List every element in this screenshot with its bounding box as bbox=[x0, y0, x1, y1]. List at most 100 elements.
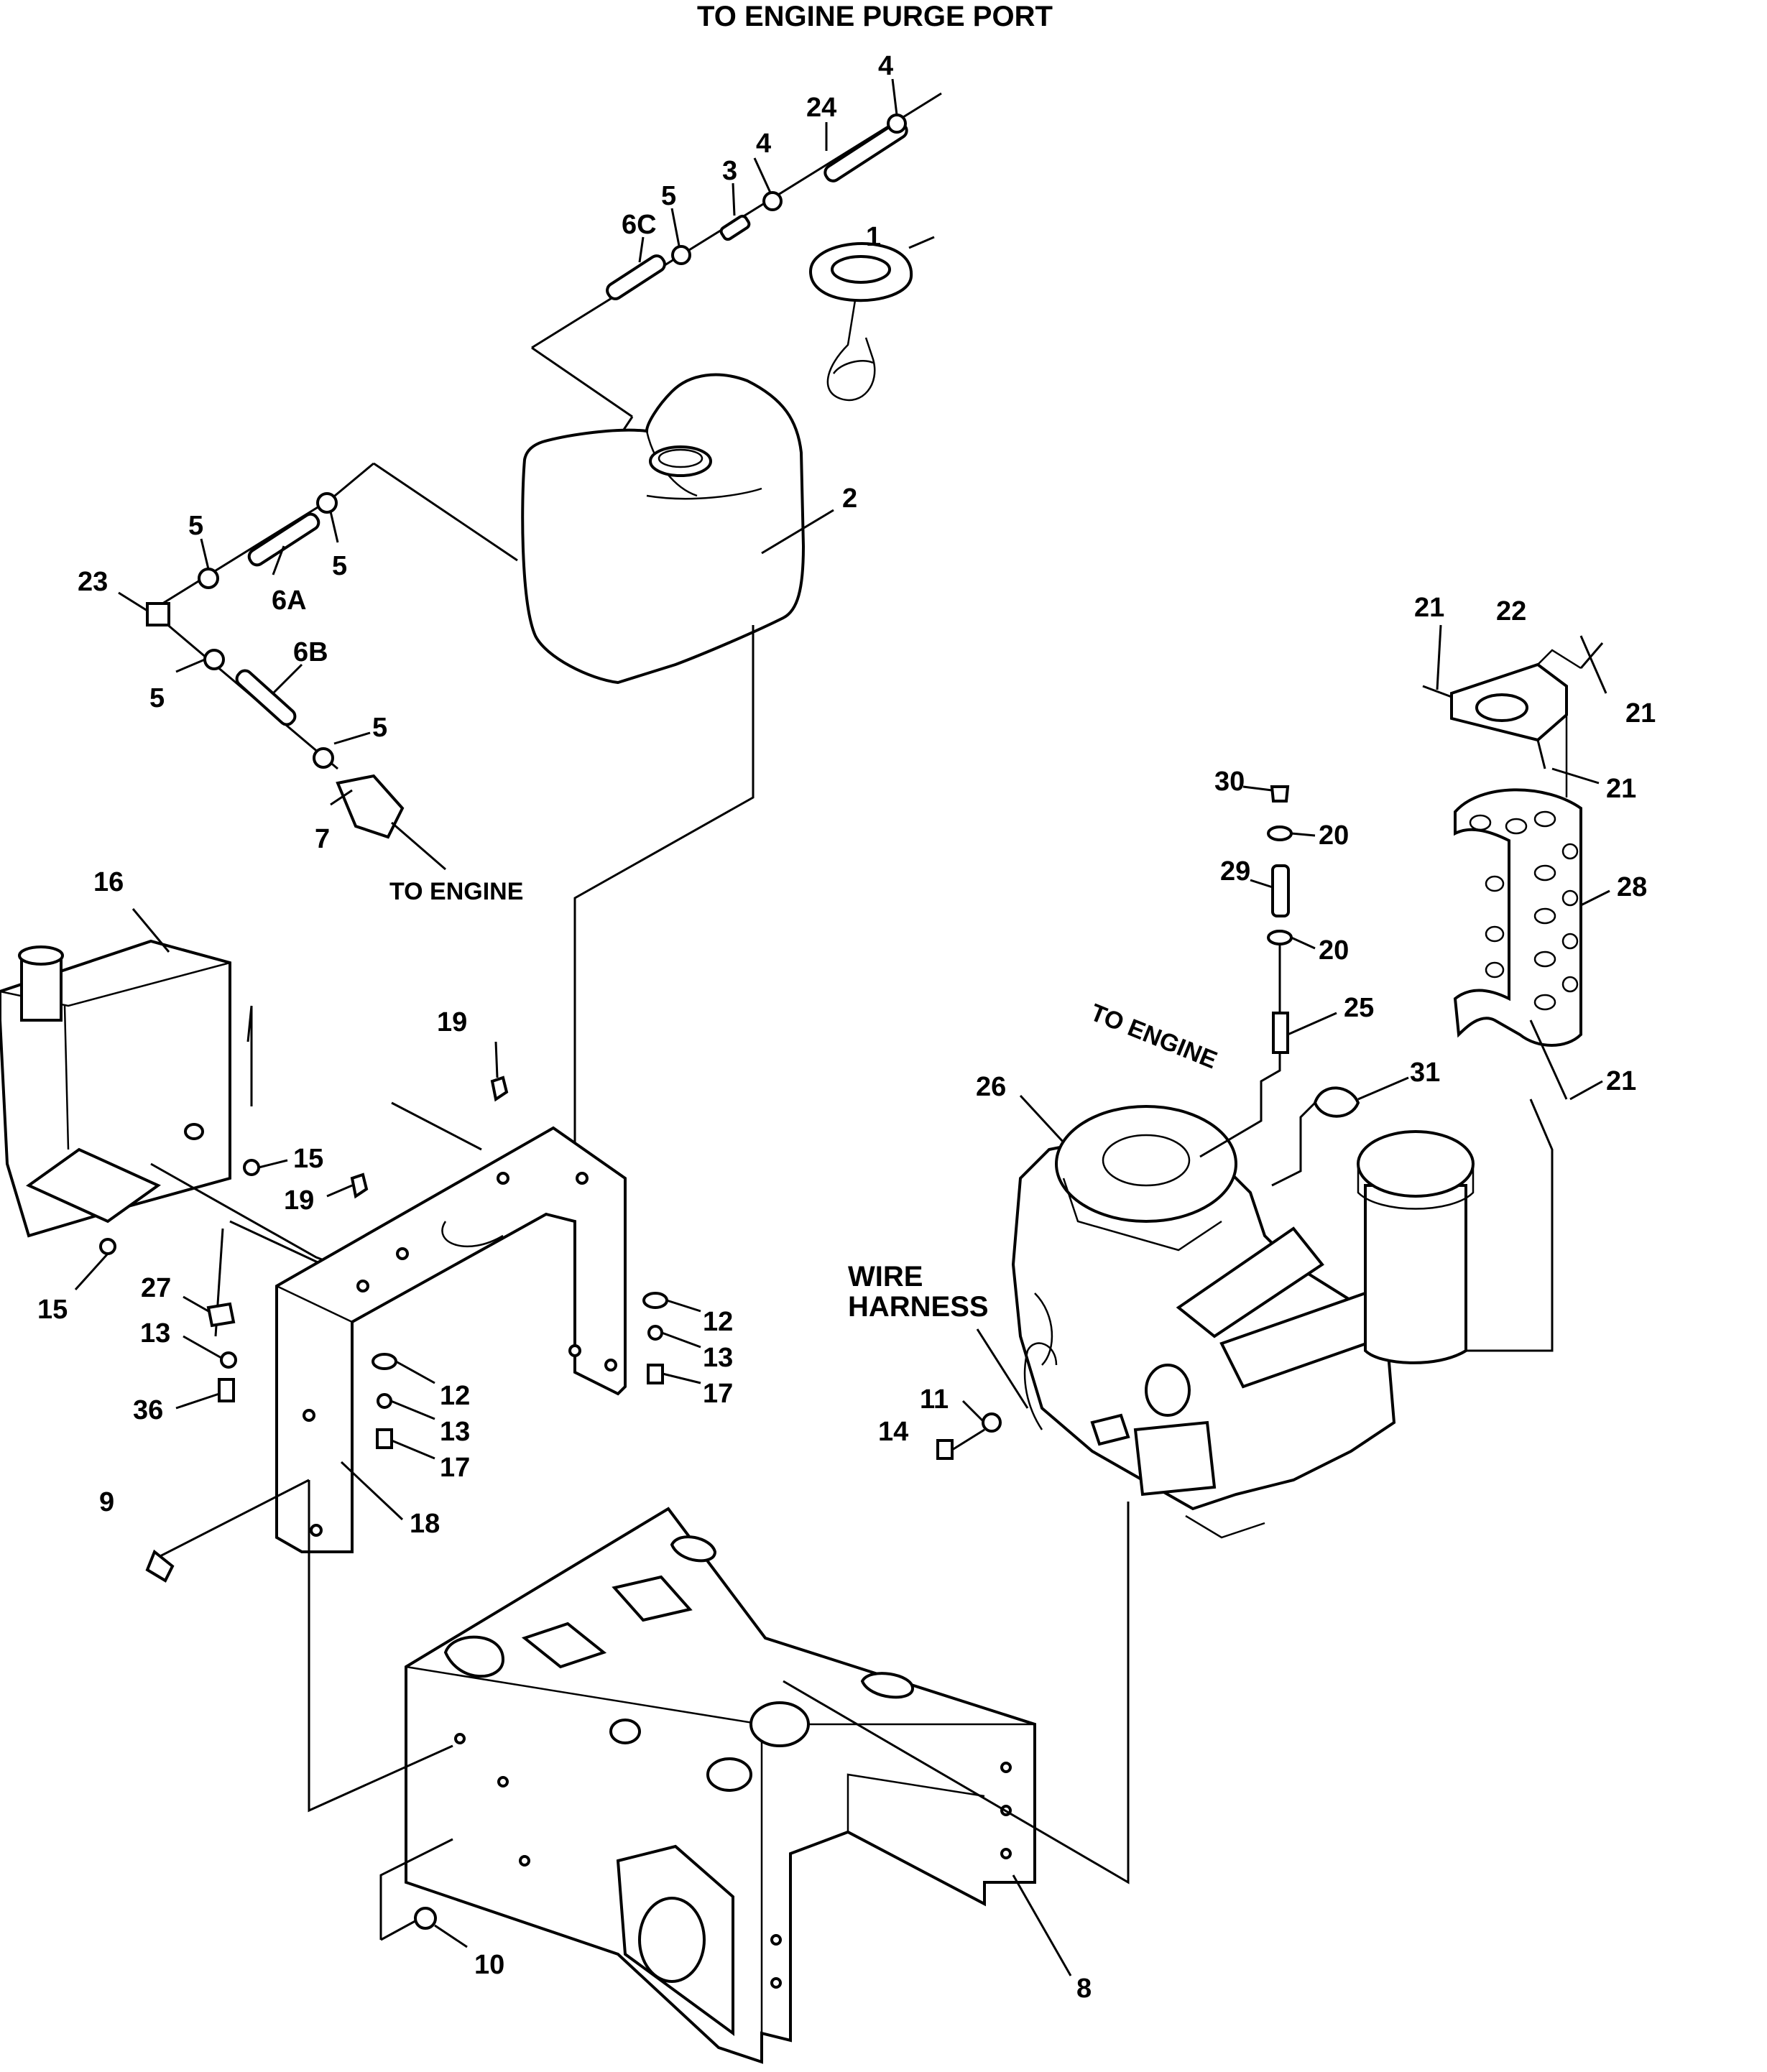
leader bbox=[391, 1439, 435, 1460]
callout-20: 20 bbox=[1319, 935, 1349, 966]
note-to-engine-filter: TO ENGINE bbox=[389, 878, 523, 905]
callout-4: 4 bbox=[756, 129, 771, 159]
leader bbox=[379, 1838, 453, 1940]
bolt bbox=[376, 1428, 393, 1449]
leader bbox=[395, 1360, 435, 1384]
callout-25: 25 bbox=[1344, 993, 1374, 1023]
leader bbox=[74, 1252, 109, 1291]
leader bbox=[1580, 889, 1610, 907]
leader bbox=[154, 1479, 310, 1560]
callout-4: 4 bbox=[878, 51, 893, 81]
leader bbox=[200, 538, 210, 570]
leader bbox=[753, 157, 772, 193]
clamp-27 bbox=[206, 1302, 236, 1328]
callout-21: 21 bbox=[1625, 698, 1656, 729]
lockwasher bbox=[220, 1351, 237, 1369]
leader bbox=[951, 1428, 985, 1451]
callout-15: 15 bbox=[37, 1295, 68, 1325]
callout-24: 24 bbox=[806, 93, 836, 123]
clamp bbox=[671, 245, 691, 265]
washer-20 bbox=[1267, 825, 1293, 841]
bracket bbox=[275, 1126, 627, 1553]
fitting-30 bbox=[1270, 785, 1290, 803]
fuel-tank bbox=[521, 373, 806, 685]
callout-6c: 6C bbox=[622, 210, 657, 240]
callout-14: 14 bbox=[878, 1417, 908, 1447]
clip-31 bbox=[1313, 1086, 1360, 1118]
callout-11: 11 bbox=[920, 1384, 949, 1415]
check-valve bbox=[719, 214, 751, 241]
hose-29 bbox=[1271, 864, 1290, 917]
nut-10 bbox=[414, 1907, 437, 1930]
leader bbox=[661, 1331, 701, 1349]
leader bbox=[118, 591, 148, 612]
fuel-filter-line bbox=[146, 462, 518, 871]
washer bbox=[372, 1353, 397, 1370]
washer-20 bbox=[1267, 930, 1293, 945]
clamp bbox=[762, 191, 783, 211]
leader bbox=[380, 1917, 421, 1941]
callout-36: 36 bbox=[133, 1395, 163, 1425]
callout-23: 23 bbox=[78, 567, 108, 597]
leader bbox=[666, 1299, 701, 1313]
leader bbox=[333, 731, 371, 745]
leader bbox=[891, 78, 898, 116]
callout-27: 27 bbox=[141, 1273, 171, 1303]
engine bbox=[1011, 1105, 1396, 1539]
tee-fitting bbox=[146, 602, 170, 626]
leader bbox=[1271, 1101, 1316, 1187]
clamp bbox=[313, 747, 334, 769]
note-wire-harness-1: WIRE bbox=[848, 1261, 923, 1292]
callout-30: 30 bbox=[1214, 767, 1245, 797]
leader bbox=[662, 1372, 701, 1384]
leader bbox=[761, 509, 834, 555]
leader bbox=[494, 1041, 499, 1078]
note-to-engine-fitting: TO ENGINE bbox=[1087, 999, 1221, 1074]
leader bbox=[732, 182, 736, 216]
leader bbox=[1466, 1099, 1554, 1352]
fuel-filter bbox=[336, 774, 405, 839]
hydraulic-reservoir bbox=[0, 939, 231, 1255]
leader bbox=[434, 1924, 468, 1948]
callout-17: 17 bbox=[703, 1379, 733, 1409]
leader bbox=[1287, 1012, 1337, 1036]
leader bbox=[1199, 1053, 1281, 1158]
washer bbox=[642, 1292, 668, 1309]
callout-13: 13 bbox=[703, 1343, 733, 1373]
washer-11 bbox=[982, 1412, 1002, 1433]
leader bbox=[638, 236, 645, 263]
leader bbox=[308, 1480, 453, 1813]
callout-18: 18 bbox=[410, 1509, 440, 1539]
callout-6b: 6B bbox=[293, 637, 328, 667]
leader bbox=[1422, 685, 1452, 698]
leader bbox=[183, 1335, 222, 1359]
leader bbox=[1436, 624, 1442, 690]
wire-harness bbox=[1023, 1342, 1058, 1430]
leader bbox=[1579, 642, 1604, 669]
leader bbox=[326, 1184, 353, 1198]
callout-19: 19 bbox=[284, 1185, 314, 1216]
callout-19: 19 bbox=[437, 1007, 467, 1037]
callout-3: 3 bbox=[722, 156, 737, 186]
callout-5: 5 bbox=[332, 551, 347, 581]
leader bbox=[183, 1295, 209, 1313]
screw bbox=[350, 1173, 369, 1199]
callout-29: 29 bbox=[1220, 856, 1250, 887]
air-cleaner bbox=[1357, 1130, 1475, 1364]
callout-15: 15 bbox=[293, 1144, 323, 1174]
hose-6b bbox=[235, 669, 297, 726]
leader bbox=[1291, 832, 1316, 837]
callout-12: 12 bbox=[440, 1381, 470, 1411]
nut bbox=[243, 1159, 260, 1176]
callout-8: 8 bbox=[1076, 1974, 1092, 2004]
leader bbox=[330, 789, 353, 806]
clamp bbox=[316, 492, 338, 514]
fuel-line bbox=[573, 625, 755, 1150]
purge-hose-assembly bbox=[531, 92, 942, 439]
callout-17: 17 bbox=[440, 1453, 470, 1483]
leader bbox=[976, 1328, 1029, 1409]
leader bbox=[175, 1392, 220, 1410]
callout-1: 1 bbox=[866, 222, 881, 252]
leader bbox=[272, 545, 285, 575]
callout-2: 2 bbox=[842, 484, 857, 514]
